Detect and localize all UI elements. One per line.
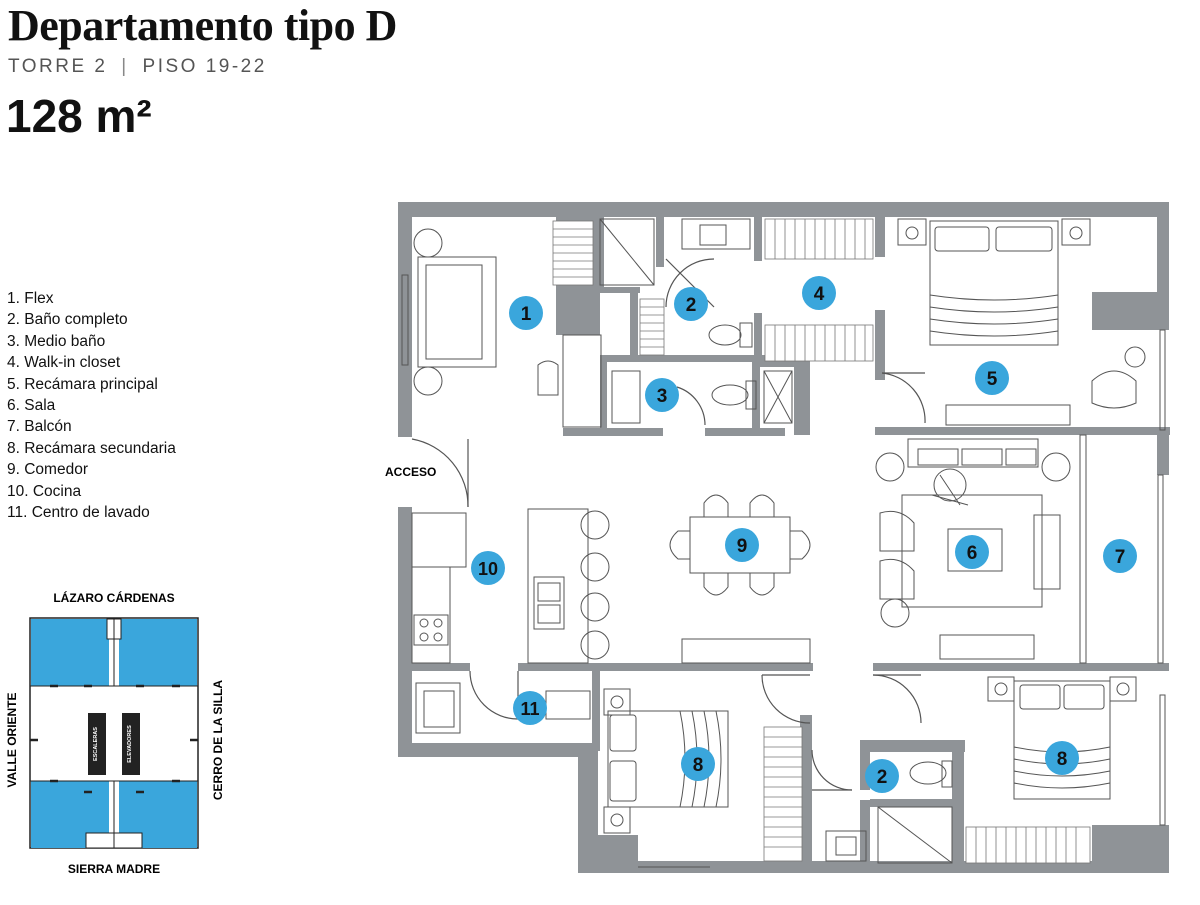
marker-full-bath-2: 2 <box>865 759 899 793</box>
location-map: LÁZARO CÁRDENAS SIERRA MADRE VALLE ORIEN… <box>5 590 225 876</box>
tower-ticks <box>30 684 198 794</box>
legend-item: 8. Recámara secundaria <box>7 439 176 457</box>
elevator-core <box>122 713 140 775</box>
room-markers: 1 2 3 4 5 6 7 8 9 10 11 2 8 <box>471 276 1137 793</box>
marker-balcony: 7 <box>1103 539 1137 573</box>
separator: | <box>121 56 129 77</box>
door-swings <box>411 258 926 791</box>
tower-label: TORRE 2 <box>8 56 108 77</box>
tower-floor-subtitle: TORRE 2 | PISO 19-22 <box>8 56 267 78</box>
svg-text:7: 7 <box>1115 547 1126 568</box>
unit-ne <box>119 619 197 686</box>
marker-flex: 1 <box>509 296 543 330</box>
marker-full-bath: 2 <box>674 287 708 321</box>
legend-item: 3. Medio baño <box>7 332 106 350</box>
svg-text:11: 11 <box>520 699 539 719</box>
marker-half-bath: 3 <box>645 378 679 412</box>
legend-item: 2. Baño completo <box>7 311 128 329</box>
elevator-label: ELEVADORES <box>127 725 133 763</box>
marker-dining: 9 <box>725 528 759 562</box>
svg-text:8: 8 <box>693 755 704 776</box>
stairs-label: ESCALERAS <box>93 727 99 761</box>
legend-item: 10. Cocina <box>7 482 82 500</box>
legend-item: 1. Flex <box>7 290 54 307</box>
svg-text:4: 4 <box>814 284 825 305</box>
legend-item: 5. Recámara principal <box>7 375 158 393</box>
street-east: CERRO DE LA SILLA <box>211 680 225 801</box>
svg-text:2: 2 <box>877 767 888 788</box>
marker-master-bedroom: 5 <box>975 361 1009 395</box>
marker-laundry: 11 <box>513 691 547 725</box>
marker-walk-in-closet: 4 <box>802 276 836 310</box>
street-north: LÁZARO CÁRDENAS <box>53 590 174 605</box>
windows <box>401 274 1166 868</box>
svg-text:5: 5 <box>987 369 998 390</box>
marker-living-room: 6 <box>955 535 989 569</box>
legend-item: 7. Balcón <box>7 418 72 436</box>
street-south: SIERRA MADRE <box>68 862 160 876</box>
room-legend: 1. Flex 2. Baño completo 3. Medio baño 4… <box>7 288 176 523</box>
marker-secondary-bedroom-left: 8 <box>681 747 715 781</box>
legend-item: 11. Centro de lavado <box>7 504 150 522</box>
closet-hatching <box>552 218 1091 864</box>
svg-text:1: 1 <box>521 304 532 325</box>
entrance-label: ACCESO <box>385 465 436 479</box>
svg-text:9: 9 <box>737 536 748 557</box>
floor-plan: ACCESO 1 2 3 4 5 6 7 8 9 10 11 2 8 <box>385 202 1170 873</box>
svg-text:8: 8 <box>1057 749 1068 770</box>
area-label: 128 m² <box>6 90 152 142</box>
marker-secondary-bedroom-right: 8 <box>1045 741 1079 775</box>
floor-label: PISO 19-22 <box>142 56 267 77</box>
walls <box>398 202 1170 873</box>
svg-text:3: 3 <box>657 386 668 407</box>
svg-text:10: 10 <box>478 559 498 579</box>
legend-item: 4. Walk-in closet <box>7 354 121 372</box>
legend-item: 9. Comedor <box>7 461 88 479</box>
svg-text:6: 6 <box>967 543 978 564</box>
svg-text:2: 2 <box>686 295 697 316</box>
page-title: Departamento tipo D <box>8 1 397 50</box>
marker-kitchen: 10 <box>471 551 505 585</box>
street-west: VALLE ORIENTE <box>5 692 19 787</box>
unit-nw <box>31 619 109 686</box>
legend-item: 6. Sala <box>7 397 56 415</box>
stairs-core <box>88 713 106 775</box>
